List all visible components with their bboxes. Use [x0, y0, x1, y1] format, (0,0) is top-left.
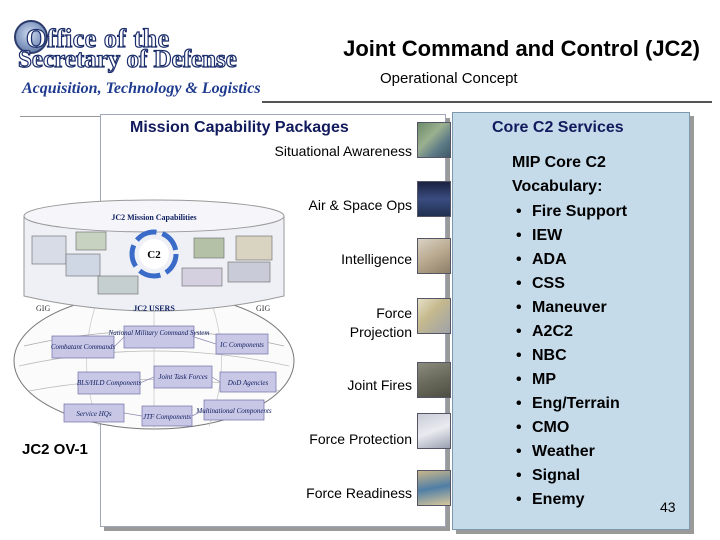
page-number: 43 — [660, 499, 676, 515]
box-jtf-components-label: JTF Components — [143, 413, 191, 421]
force-readiness-thumbnail — [417, 470, 451, 506]
users-label: JC2 USERS — [133, 304, 175, 313]
mip-heading-line2: Vocabulary: — [512, 178, 603, 195]
box-jtf-label: Joint Task Forces — [158, 373, 208, 381]
vocabulary-item: CMO — [532, 416, 627, 440]
vocabulary-item: Fire Support — [532, 200, 627, 224]
vocabulary-list: Fire Support IEW ADA CSS Maneuver A2C2 N… — [532, 200, 627, 512]
package-force: Force — [376, 305, 412, 321]
package-joint-fires: Joint Fires — [347, 377, 412, 393]
gig-left-label: GIG — [36, 304, 50, 313]
core-c2-services-title: Core C2 Services — [492, 119, 624, 136]
c2-wheel-icon — [129, 229, 179, 279]
logo-line-secretary: Secretary of Defense — [17, 45, 237, 73]
logo-line-acquisition: Acquisition, Technology & Logistics — [22, 80, 261, 97]
package-force-protection: Force Protection — [309, 431, 412, 447]
box-multinational-label: Multinational Components — [195, 407, 272, 415]
vocabulary-item: MP — [532, 368, 627, 392]
vocabulary-item: ADA — [532, 248, 627, 272]
vocabulary-item: Maneuver — [532, 296, 627, 320]
box-bls-hld-label: BLS/HLD Components — [77, 379, 142, 387]
logo-divider — [20, 116, 100, 117]
force-projection-thumbnail — [417, 298, 451, 334]
package-situational-awareness: Situational Awareness — [274, 143, 413, 159]
box-ic-label: IC Components — [219, 341, 264, 349]
diagram-caption: JC2 OV-1 — [22, 441, 88, 458]
slide-title: Joint Command and Control (JC2) — [343, 36, 700, 61]
package-projection: Projection — [349, 324, 412, 340]
gig-right-label: GIG — [256, 304, 270, 313]
package-air-space-ops: Air & Space Ops — [308, 197, 413, 213]
package-force-readiness: Force Readiness — [306, 485, 412, 501]
intelligence-thumbnail — [417, 238, 451, 274]
vocabulary-item: CSS — [532, 272, 627, 296]
joint-fires-thumbnail — [417, 362, 451, 398]
force-protection-thumbnail — [417, 413, 451, 449]
diagram-boxes: National Military Command System IC Comp… — [51, 325, 277, 427]
mip-heading: MIP Core C2 Vocabulary: — [512, 151, 606, 199]
diagram-center-label: C2 — [147, 249, 161, 261]
situational-awareness-thumbnail — [417, 122, 451, 158]
vocabulary-item: A2C2 — [532, 320, 627, 344]
mission-capability-title: Mission Capability Packages — [130, 119, 349, 136]
vocabulary-item: Eng/Terrain — [532, 392, 627, 416]
vocabulary-item: Signal — [532, 464, 627, 488]
diagram-top-label: JC2 Mission Capabilities — [111, 213, 196, 222]
package-intelligence: Intelligence — [341, 251, 412, 267]
box-service-hqs-label: Service HQs — [76, 410, 111, 418]
dod-seal-icon — [14, 20, 48, 54]
slide-subtitle: Operational Concept — [380, 70, 518, 87]
mip-heading-line1: MIP Core C2 — [512, 154, 606, 171]
box-combatant-label: Combatant Commands — [51, 343, 116, 351]
box-nmcs-label: National Military Command System — [108, 329, 210, 337]
vocabulary-item: Weather — [532, 440, 627, 464]
title-divider — [262, 101, 712, 103]
box-dod-agencies-label: DoD Agencies — [227, 379, 269, 387]
vocabulary-item: IEW — [532, 224, 627, 248]
vocabulary-item: NBC — [532, 344, 627, 368]
air-space-ops-thumbnail — [417, 181, 451, 217]
jc2-ov1-diagram: JC2 Mission Capabilities C2 GIG GIG JC2 … — [13, 199, 295, 430]
logo-line-office: Office of the — [25, 23, 170, 53]
vocabulary-item: Enemy — [532, 488, 627, 512]
